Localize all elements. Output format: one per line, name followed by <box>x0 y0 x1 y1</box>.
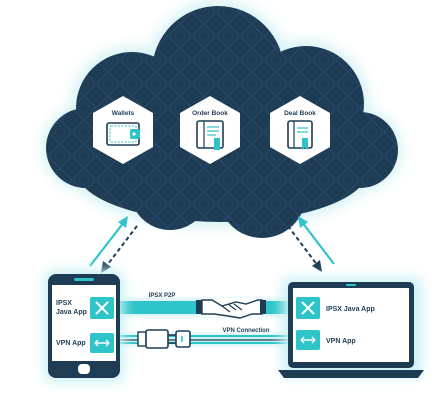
phone-vpn-label: VPN App <box>56 340 86 347</box>
laptop-app-label: IPSX Java App <box>326 306 375 313</box>
order-book-icon <box>196 120 224 150</box>
cloud-node-wallets: Wallets <box>93 96 153 164</box>
vpn-connection-label: VPN Connection <box>222 328 269 334</box>
cloud-node-order-book: Order Book <box>180 96 240 164</box>
node-label-wallets: Wallets <box>112 110 135 117</box>
phone-app-label-line1: IPSX <box>56 300 72 307</box>
cloud-node-deal-book: Deal Book <box>270 96 330 164</box>
arrow-up-icon <box>118 216 128 228</box>
laptop-vpn-label: VPN App <box>326 338 356 345</box>
node-label-deal-book: Deal Book <box>284 110 316 117</box>
wallet-icon <box>106 122 140 146</box>
node-label-order-book: Order Book <box>192 110 228 117</box>
arrow-down-icon <box>312 260 322 272</box>
arrow-up-icon <box>298 216 308 228</box>
p2p-label: IPSX P2P <box>149 293 176 299</box>
plug-connector-icon <box>137 329 191 349</box>
laptop-device: IPSX Java App VPN App <box>278 278 424 378</box>
deal-book-icon <box>287 120 313 150</box>
arrows-left <box>89 216 138 273</box>
handshake-icon <box>196 298 266 319</box>
arrows-right <box>287 216 335 272</box>
phone-app-label-line2: Java App <box>56 309 87 316</box>
phone-device: IPSX Java App VPN App <box>44 270 124 382</box>
